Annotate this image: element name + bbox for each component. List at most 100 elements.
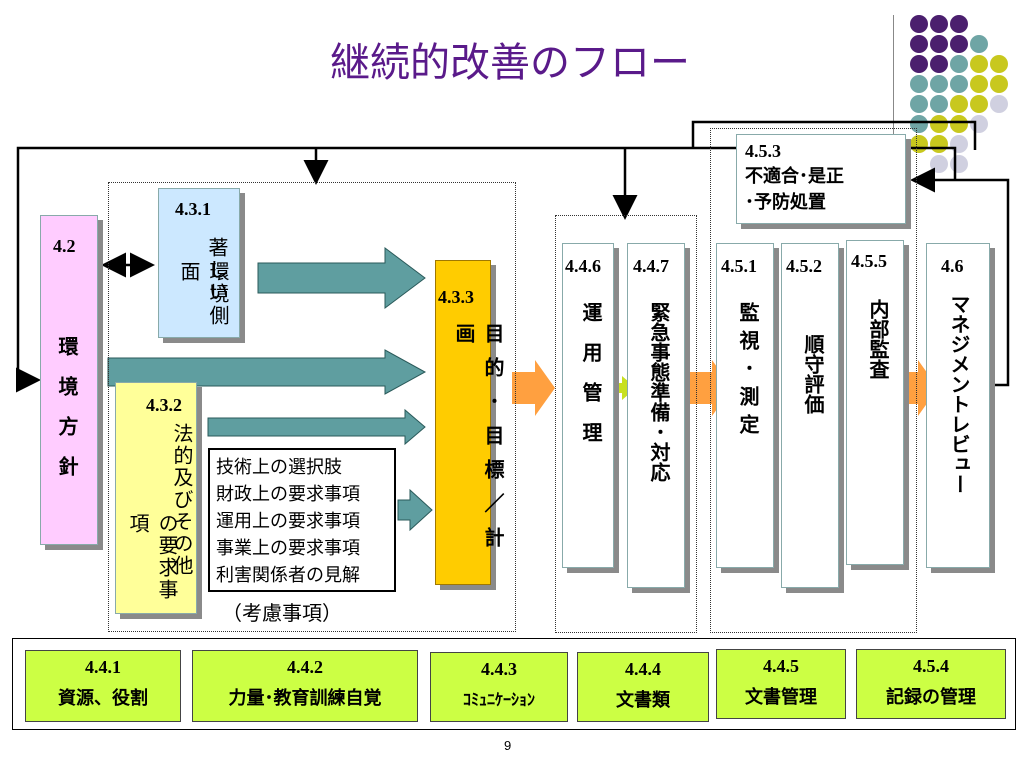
arrow-considerations-to-objectives	[397, 488, 433, 532]
operation-label: 運用管理	[579, 302, 603, 462]
objectives-box: 4.3.3 目的･目標／計画	[435, 260, 505, 585]
document-control-number: 4.4.5	[763, 656, 799, 676]
communication-label: ｺﾐｭﾆｹｰｼｮﾝ	[462, 690, 535, 709]
emergency-number: 4.4.7	[633, 256, 669, 276]
competence-label: 力量･教育訓練自覚	[228, 688, 382, 709]
review-label: マネジメントレビュー	[947, 294, 971, 494]
resources-label: 資源、役割	[58, 688, 148, 709]
plan-frame	[108, 182, 516, 632]
decor-dot	[990, 55, 1008, 73]
correction-loop-line	[691, 120, 977, 150]
decor-dot	[990, 75, 1008, 93]
competence-number: 4.4.2	[287, 657, 323, 677]
decor-dot-grid	[910, 15, 1010, 173]
policy-box: 4.2 環境方針	[40, 215, 98, 545]
decor-dot	[950, 15, 968, 33]
aspects-label-b: 環境側面	[177, 261, 230, 327]
arrow-operation-link	[614, 376, 636, 400]
communication-number: 4.4.3	[481, 659, 517, 679]
nonconformity-label-a: 不適合･是正	[745, 166, 844, 187]
decor-dot	[930, 55, 948, 73]
support-frame	[12, 638, 1016, 730]
decor-dot	[950, 55, 968, 73]
records-label: 記録の管理	[886, 687, 976, 708]
page-number: 9	[504, 738, 512, 753]
consideration-item: 運用上の要求事項	[216, 511, 360, 532]
decor-dot	[910, 95, 928, 113]
objectives-label: 目的･目標／計画	[452, 323, 505, 561]
nonconformity-label-b: ･予防処置	[745, 192, 826, 213]
consideration-item: 技術上の選択肢	[216, 457, 342, 478]
consideration-item: 財政上の要求事項	[216, 484, 360, 505]
decor-dot	[970, 75, 988, 93]
compliance-label: 順守評価	[801, 334, 825, 414]
decor-dot	[910, 15, 928, 33]
decor-dot	[930, 115, 948, 133]
documentation-label: 文書類	[616, 690, 670, 711]
nonconformity-number: 4.5.3	[745, 141, 781, 161]
review-to-nc-line	[910, 167, 1010, 387]
decor-divider	[893, 15, 894, 185]
audit-box: 4.5.5 内部監査	[846, 240, 904, 565]
monitoring-number: 4.5.1	[721, 256, 757, 276]
objectives-number: 4.3.3	[438, 287, 474, 307]
consideration-item: 利害関係者の見解	[216, 565, 360, 586]
review-box: 4.6 マネジメントレビュー	[926, 243, 990, 568]
audit-label: 内部監査	[866, 299, 890, 379]
resources-box: 4.4.1 資源、役割	[25, 650, 181, 722]
do-frame	[555, 215, 697, 633]
documentation-number: 4.4.4	[625, 659, 661, 679]
communication-box: 4.4.3 ｺﾐｭﾆｹｰｼｮﾝ	[430, 652, 568, 722]
decor-dot	[970, 35, 988, 53]
legal-label-a: 法的及びその他	[170, 423, 194, 577]
competence-box: 4.4.2 力量･教育訓練自覚	[192, 650, 418, 722]
decor-dot	[950, 75, 968, 93]
policy-number: 4.2	[53, 236, 76, 256]
decor-dot	[970, 55, 988, 73]
policy-label: 環境方針	[55, 336, 79, 496]
decor-dot	[930, 15, 948, 33]
aspects-label-a: 著しい	[205, 237, 229, 303]
arrow-plan-to-do	[512, 360, 555, 416]
operation-number: 4.4.6	[565, 256, 601, 276]
decor-dot	[950, 95, 968, 113]
arrow-aspect-to-objectives	[257, 247, 426, 309]
records-box: 4.5.4 記録の管理	[856, 649, 1006, 719]
decor-dot	[910, 35, 928, 53]
audit-number: 4.5.5	[851, 251, 887, 271]
emergency-label: 緊急事態準備･対応	[647, 302, 671, 482]
decor-dot	[950, 35, 968, 53]
review-number: 4.6	[941, 256, 964, 276]
records-number: 4.5.4	[913, 656, 949, 676]
document-control-box: 4.4.5 文書管理	[716, 649, 846, 719]
page-title: 継続的改善のフロー	[330, 40, 690, 86]
monitoring-box: 4.5.1 監視･測定	[716, 243, 774, 568]
decor-dot	[910, 75, 928, 93]
aspects-number: 4.3.1	[175, 199, 211, 219]
documentation-box: 4.4.4 文書類	[577, 652, 709, 722]
document-control-label: 文書管理	[745, 687, 817, 708]
nonconformity-box: 4.5.3 不適合･是正 ･予防処置	[736, 134, 906, 224]
decor-dot	[930, 75, 948, 93]
monitoring-label: 監視･測定	[736, 302, 760, 442]
decor-dot	[930, 95, 948, 113]
resources-number: 4.4.1	[85, 657, 121, 677]
consideration-item: 事業上の要求事項	[216, 538, 360, 559]
compliance-number: 4.5.2	[786, 256, 822, 276]
considerations-box: 技術上の選択肢 財政上の要求事項 運用上の要求事項 事業上の要求事項 利害関係者…	[208, 448, 396, 592]
decor-dot	[950, 115, 968, 133]
legal-label-b: の要求事項	[126, 513, 179, 601]
decor-dot	[910, 55, 928, 73]
legal-box: 4.3.2 法的及びその他 の要求事項	[115, 382, 197, 614]
emergency-box: 4.4.7 緊急事態準備･対応	[627, 243, 685, 588]
decor-dot	[990, 95, 1008, 113]
arrow-legal-to-objectives	[207, 408, 426, 446]
operation-box: 4.4.6 運用管理	[562, 243, 614, 568]
decor-dot	[970, 95, 988, 113]
check-frame	[710, 128, 917, 633]
decor-dot	[930, 35, 948, 53]
feedback-loop-line	[16, 146, 957, 393]
aspects-box: 4.3.1 著しい 環境側面	[158, 188, 240, 338]
compliance-box: 4.5.2 順守評価	[781, 243, 839, 588]
legal-number: 4.3.2	[146, 395, 182, 415]
